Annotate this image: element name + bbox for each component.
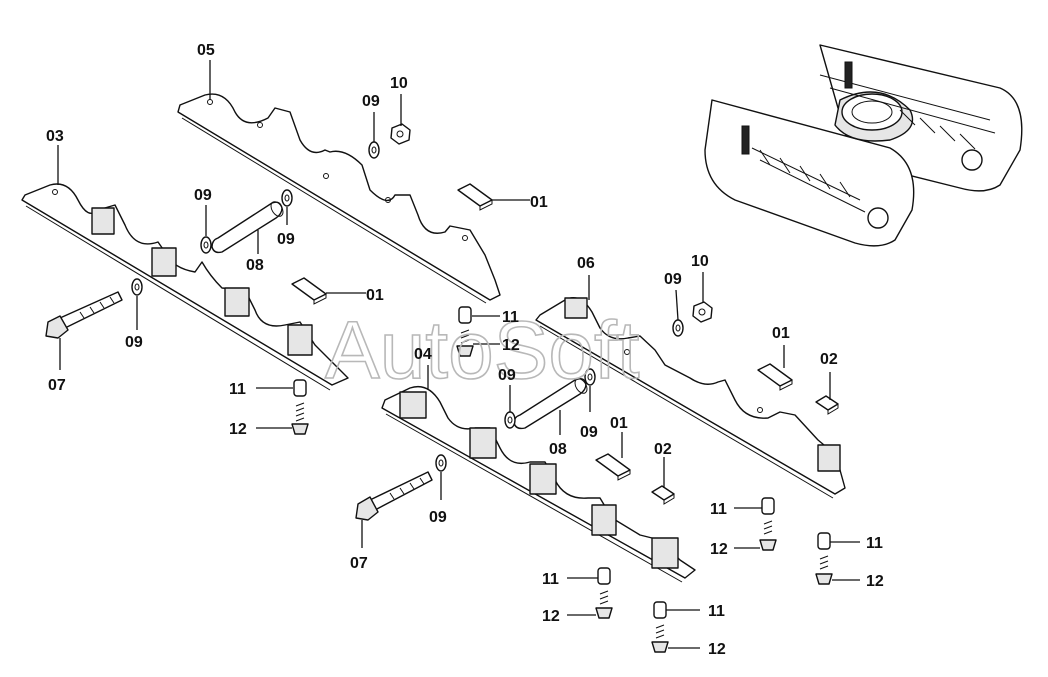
callout-01: 01 [610,415,628,432]
callout-02: 02 [654,441,672,458]
track-guard-03 [21,183,349,391]
spacers-11 [293,306,831,619]
callout-11: 11 [708,603,725,620]
bolt-07-upper [45,291,123,339]
pin-08-upper [211,201,284,254]
callout-01: 01 [772,325,790,342]
callout-09: 09 [194,187,212,204]
screws-12 [291,329,833,653]
washers-09 [131,141,684,472]
callout-11: 11 [502,309,519,326]
callout-09: 09 [362,93,380,110]
callout-09: 09 [277,231,295,248]
callout-labels: 05 03 09 10 09 09 08 01 01 09 07 11 12 1… [46,42,884,658]
callout-12: 12 [866,573,884,590]
callout-12: 12 [229,421,247,438]
callout-01: 01 [530,194,548,211]
callout-12: 12 [710,541,728,558]
callout-10: 10 [390,75,408,92]
callout-11: 11 [542,571,559,588]
callout-11: 11 [229,381,246,398]
callout-09: 09 [125,334,143,351]
track-guard-06 [535,297,846,499]
track-guard-05 [177,93,501,304]
watermark: AutoSoft [325,305,640,396]
nuts-10 [390,123,713,323]
callout-09: 09 [664,271,682,288]
callout-01: 01 [366,287,384,304]
track-guard-04 [381,385,696,583]
undercarriage-overview [704,44,1023,247]
callout-07: 07 [48,377,66,394]
callout-11: 11 [710,501,727,518]
callout-09: 09 [580,424,598,441]
callout-05: 05 [197,42,215,59]
callout-12: 12 [502,337,520,354]
callout-12: 12 [542,608,560,625]
callout-08: 08 [549,441,567,458]
bolt-07-lower [355,471,433,521]
callout-12: 12 [708,641,726,658]
plates-01 [291,183,793,481]
callout-08: 08 [246,257,264,274]
callout-11: 11 [866,535,883,552]
callout-02: 02 [820,351,838,368]
callout-07: 07 [350,555,368,572]
plates-02 [651,395,839,505]
callout-09: 09 [498,367,516,384]
callout-10: 10 [691,253,709,270]
callout-04: 04 [414,346,432,363]
callout-03: 03 [46,128,64,145]
leader-lines [57,60,860,649]
callout-06: 06 [577,255,595,272]
callout-09: 09 [429,509,447,526]
